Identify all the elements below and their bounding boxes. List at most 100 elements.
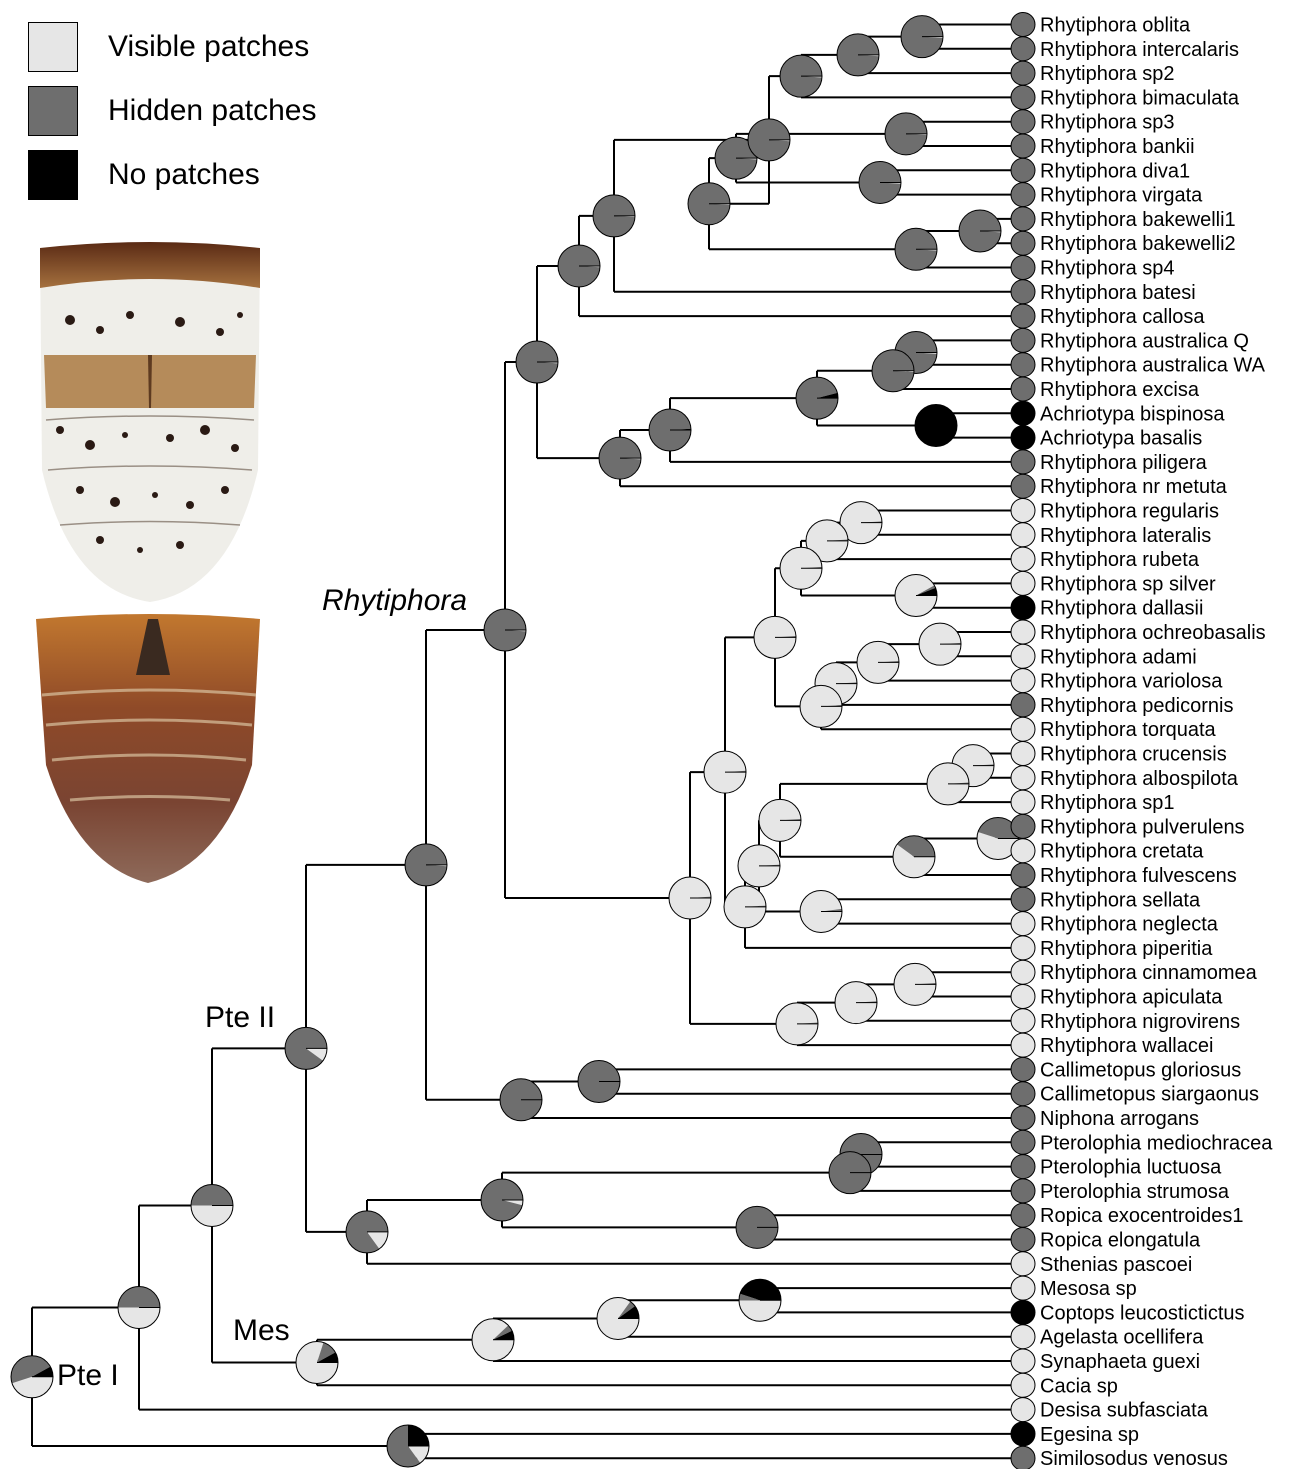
tip-state-hidden bbox=[1011, 158, 1035, 182]
node-pie bbox=[748, 119, 790, 161]
tip-state-hidden bbox=[1011, 1106, 1035, 1130]
taxon-label: Pterolophia mediochracea bbox=[1040, 1132, 1273, 1154]
taxon-label: Rhytiphora nr metuta bbox=[1040, 476, 1228, 498]
node-pie bbox=[857, 641, 899, 683]
node-pie bbox=[901, 16, 943, 58]
taxon-label: Rhytiphora bakewelli1 bbox=[1040, 209, 1236, 231]
tip-state-hidden bbox=[1011, 353, 1035, 377]
clade-labels: Rhytiphora Pte II Mes Pte I bbox=[57, 584, 467, 1392]
taxon-label: Agelasta ocellifera bbox=[1040, 1327, 1204, 1349]
tip-state-hidden bbox=[1011, 183, 1035, 207]
node-pie bbox=[516, 341, 558, 383]
taxon-label: Rhytiphora variolosa bbox=[1040, 671, 1223, 693]
tip-state-hidden bbox=[1011, 328, 1035, 352]
tip-state-visible bbox=[1011, 620, 1035, 644]
node-pie bbox=[919, 623, 961, 665]
taxon-label: Rhytiphora bakewelli2 bbox=[1040, 233, 1236, 255]
tip-state-hidden bbox=[1011, 207, 1035, 231]
tip-state-visible bbox=[1011, 571, 1035, 595]
tip-state-none bbox=[1011, 1422, 1035, 1446]
taxon-label: Desisa subfasciata bbox=[1040, 1400, 1209, 1422]
tip-state-visible bbox=[1011, 1398, 1035, 1422]
taxon-label: Rhytiphora sp silver bbox=[1040, 573, 1216, 595]
tip-state-hidden bbox=[1011, 110, 1035, 134]
tip-state-hidden bbox=[1011, 1155, 1035, 1179]
node-pie bbox=[895, 575, 937, 617]
tip-state-visible bbox=[1011, 936, 1035, 960]
tip-state-hidden bbox=[1011, 1130, 1035, 1154]
visible-slice bbox=[118, 1308, 160, 1329]
taxon-label: Rhytiphora pedicornis bbox=[1040, 695, 1233, 717]
tip-state-hidden bbox=[1011, 1228, 1035, 1252]
node-pie bbox=[669, 877, 711, 919]
taxon-label: Achriotypa basalis bbox=[1040, 428, 1202, 450]
taxon-label: Rhytiphora apiculata bbox=[1040, 987, 1223, 1009]
tip-state-hidden bbox=[1011, 280, 1035, 304]
taxon-label: Rhytiphora rubeta bbox=[1040, 549, 1200, 571]
taxon-label: Rhytiphora batesi bbox=[1040, 282, 1196, 304]
node-pie bbox=[780, 55, 822, 97]
node-pie bbox=[405, 844, 447, 886]
node-pie bbox=[835, 982, 877, 1024]
node-pie bbox=[481, 1179, 523, 1221]
taxon-label: Rhytiphora nigrovirens bbox=[1040, 1011, 1240, 1033]
tip-state-none bbox=[1011, 426, 1035, 450]
taxon-label: Rhytiphora cretata bbox=[1040, 841, 1204, 863]
node-pie bbox=[927, 763, 969, 805]
node-pie bbox=[191, 1184, 233, 1226]
taxon-label: Rhytiphora sp3 bbox=[1040, 112, 1175, 134]
taxon-label: Achriotypa bispinosa bbox=[1040, 403, 1225, 425]
node-pie bbox=[736, 1206, 778, 1248]
taxon-label: Pterolophia strumosa bbox=[1040, 1181, 1230, 1203]
taxon-label: Rhytiphora australica WA bbox=[1040, 355, 1266, 377]
tip-state-visible bbox=[1011, 1276, 1035, 1300]
node-pie bbox=[837, 34, 879, 76]
clade-label-pte2: Pte II bbox=[205, 1001, 275, 1034]
tip-state-hidden bbox=[1011, 887, 1035, 911]
taxon-label: Rhytiphora australica Q bbox=[1040, 330, 1249, 352]
taxon-label: Ropica elongatula bbox=[1040, 1230, 1201, 1252]
taxon-label: Niphona arrogans bbox=[1040, 1108, 1199, 1130]
taxon-label: Rhytiphora cinnamomea bbox=[1040, 962, 1258, 984]
node-pie bbox=[724, 886, 766, 928]
node-pie bbox=[780, 547, 822, 589]
taxon-label: Rhytiphora pulverulens bbox=[1040, 816, 1245, 838]
node-pie bbox=[959, 210, 1001, 252]
node-pie bbox=[593, 195, 635, 237]
node-pie bbox=[915, 404, 957, 446]
taxon-label: Rhytiphora adami bbox=[1040, 646, 1197, 668]
node-pie bbox=[800, 890, 842, 932]
node-pie bbox=[893, 836, 935, 878]
tip-state-visible bbox=[1011, 839, 1035, 863]
node-pie bbox=[738, 845, 780, 887]
clade-label-rhytiphora: Rhytiphora bbox=[322, 584, 467, 617]
taxon-label: Rhytiphora bimaculata bbox=[1040, 87, 1240, 109]
tip-state-visible bbox=[1011, 1325, 1035, 1349]
tip-state-hidden bbox=[1011, 1179, 1035, 1203]
tip-state-visible bbox=[1011, 1349, 1035, 1373]
hidden-slice bbox=[191, 1184, 233, 1205]
taxon-label: Rhytiphora sellata bbox=[1040, 889, 1201, 911]
tip-state-visible bbox=[1011, 547, 1035, 571]
node-pie bbox=[649, 409, 691, 451]
taxon-label: Rhytiphora sp1 bbox=[1040, 792, 1175, 814]
taxon-label: Rhytiphora sp4 bbox=[1040, 258, 1175, 280]
node-pie bbox=[597, 1297, 639, 1339]
taxon-label: Similosodus venosus bbox=[1040, 1448, 1228, 1469]
node-pie bbox=[296, 1342, 338, 1384]
tip-state-visible bbox=[1011, 717, 1035, 741]
node-pie bbox=[872, 350, 914, 392]
node-pie bbox=[484, 609, 526, 651]
tip-state-visible bbox=[1011, 1009, 1035, 1033]
node-pie bbox=[599, 437, 641, 479]
tip-state-visible bbox=[1011, 742, 1035, 766]
tip-state-hidden bbox=[1011, 863, 1035, 887]
node-pie bbox=[500, 1079, 542, 1121]
node-pie bbox=[739, 1279, 781, 1321]
taxon-label: Rhytiphora sp2 bbox=[1040, 63, 1175, 85]
tip-state-hidden bbox=[1011, 13, 1035, 37]
tip-state-visible bbox=[1011, 523, 1035, 547]
tip-state-hidden bbox=[1011, 1446, 1035, 1469]
taxon-label: Rhytiphora virgata bbox=[1040, 185, 1203, 207]
